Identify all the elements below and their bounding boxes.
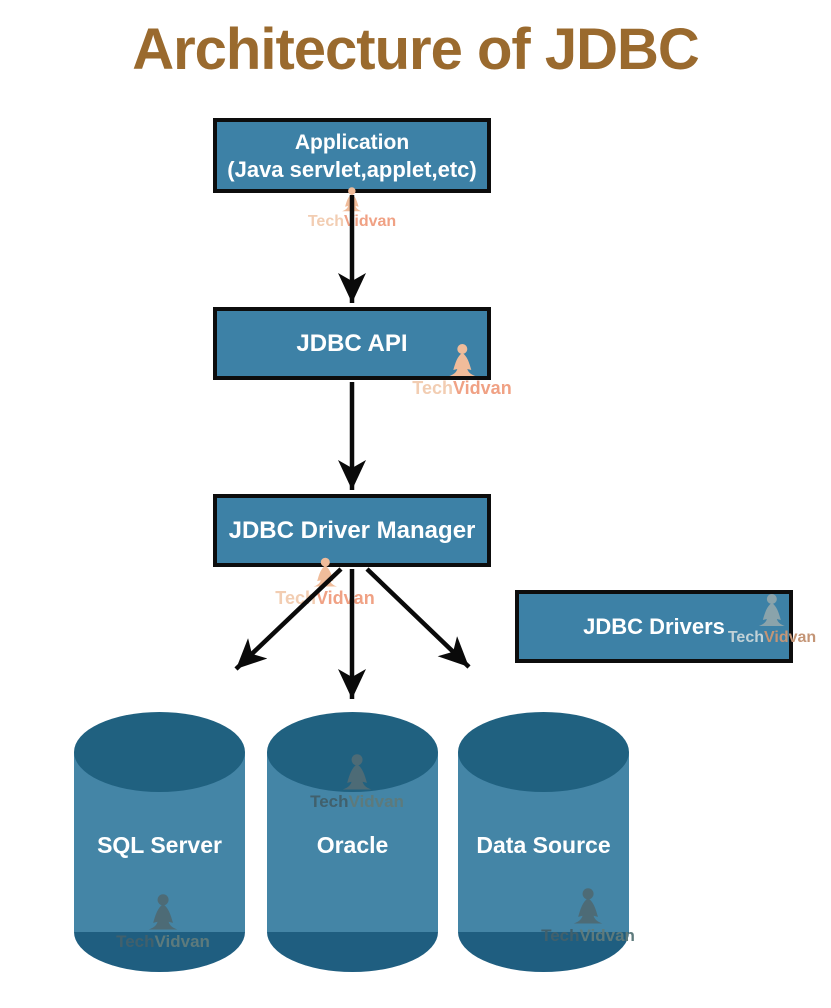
node-jdbc-drivers: JDBC Drivers xyxy=(515,590,793,663)
node-jdbc-api-label: JDBC API xyxy=(296,329,408,357)
node-jdbc-api: JDBC API xyxy=(213,307,491,380)
cylinder-sql-server-label: SQL Server xyxy=(97,832,222,858)
cylinder-data-source-label: Data Source xyxy=(476,832,611,858)
cylinder-oracle-label: Oracle xyxy=(316,832,389,858)
cylinder-sql-server: SQL Server xyxy=(74,712,245,972)
techvidvan-watermark-text: TechVidvan xyxy=(275,588,375,608)
cylinder-top-cap xyxy=(74,712,245,792)
arrow-manager-to-sql-server xyxy=(234,567,343,671)
techvidvan-watermark-text: TechVidvan xyxy=(307,213,397,230)
diagram-title: Architecture of JDBC xyxy=(132,17,700,82)
node-application-line2: (Java servlet,applet,etc) xyxy=(227,156,477,182)
arrow-manager-to-data-source xyxy=(365,567,471,669)
node-jdbc-driver-manager-label: JDBC Driver Manager xyxy=(228,516,476,544)
techvidvan-watermark-text: TechVidvan xyxy=(412,378,512,398)
node-application-line1: Application xyxy=(294,130,410,154)
node-application: Application (Java servlet,applet,etc) xyxy=(213,118,491,193)
cylinder-data-source: Data Source xyxy=(458,712,629,972)
cylinder-oracle: Oracle xyxy=(267,712,438,972)
node-jdbc-driver-manager: JDBC Driver Manager xyxy=(213,494,491,567)
cylinder-top-cap xyxy=(458,712,629,792)
node-jdbc-drivers-label: JDBC Drivers xyxy=(583,613,725,639)
cylinder-top-cap xyxy=(267,712,438,792)
